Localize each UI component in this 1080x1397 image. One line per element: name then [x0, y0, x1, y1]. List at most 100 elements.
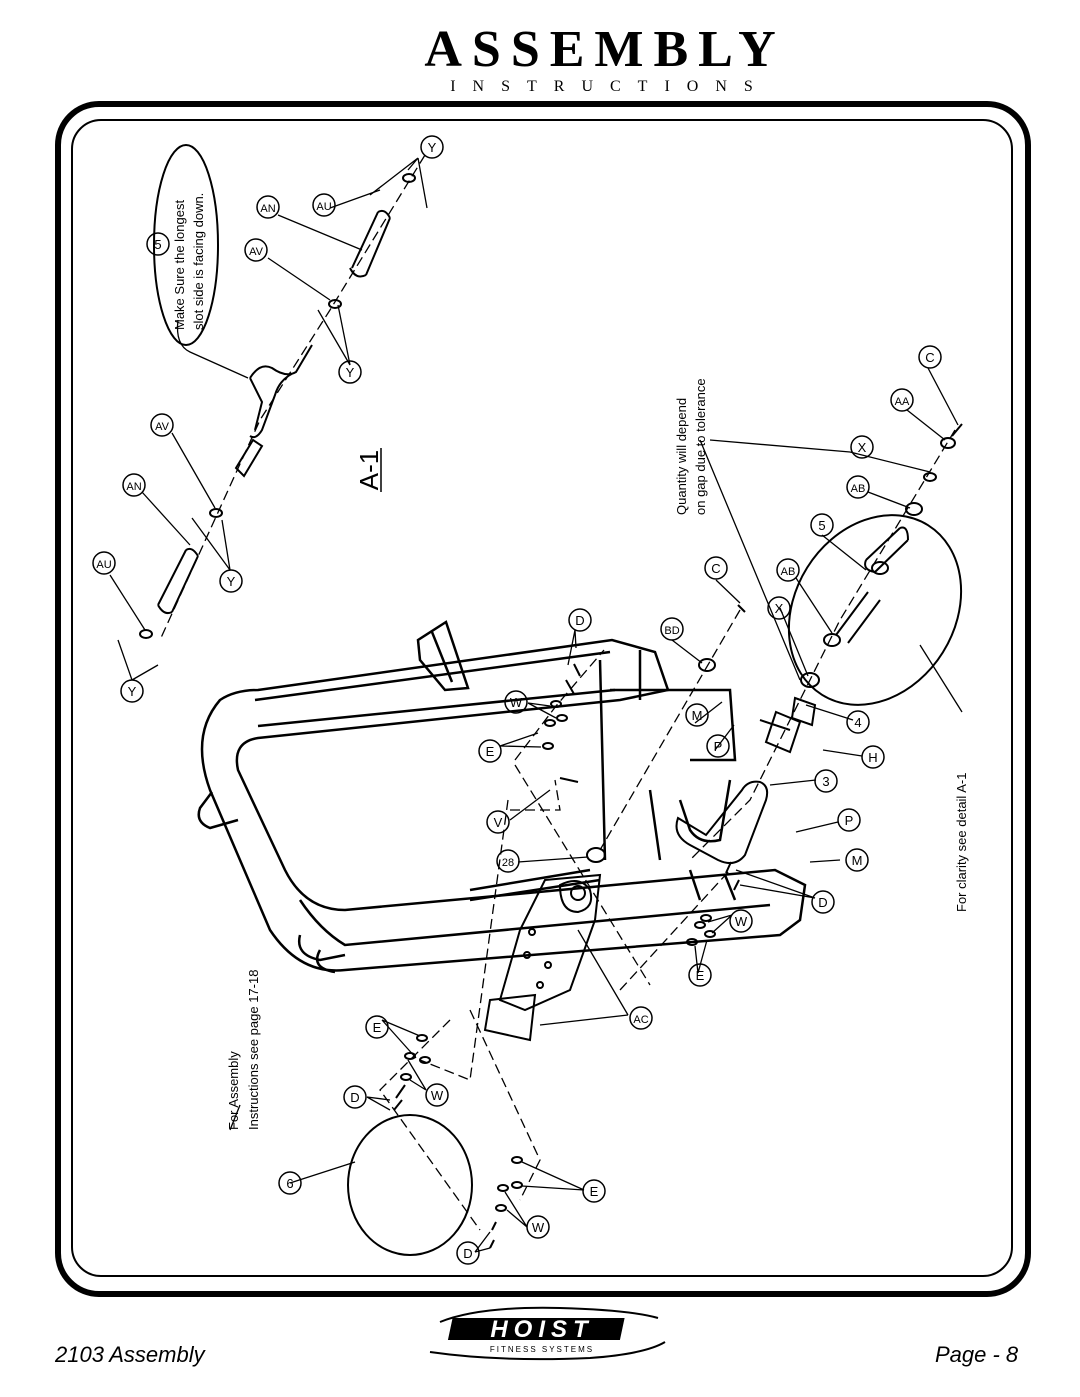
callout-e-right: E	[688, 963, 712, 987]
leader-lines	[109, 157, 963, 1253]
hoist-logo: HOIST FITNESS SYSTEMS	[429, 1306, 666, 1361]
right-detail-parts	[698, 423, 963, 688]
svg-text:5: 5	[154, 237, 161, 252]
svg-text:AA: AA	[895, 396, 910, 408]
diagram-frame-inner	[71, 119, 1013, 1277]
svg-text:V: V	[494, 815, 503, 830]
callout-6: 6	[278, 1171, 302, 1195]
callout-5-right: 5	[810, 513, 834, 537]
callout-w-top: W	[504, 690, 528, 714]
callout-y-mid: Y	[338, 360, 362, 384]
svg-text:P: P	[845, 813, 854, 828]
svg-text:M: M	[852, 853, 863, 868]
svg-text:Y: Y	[346, 365, 355, 380]
svg-text:W: W	[510, 695, 523, 710]
svg-text:Y: Y	[128, 684, 137, 699]
svg-text:AU: AU	[96, 559, 111, 571]
hardware-pieces	[393, 663, 740, 1249]
svg-text:4: 4	[854, 715, 861, 730]
svg-text:E: E	[696, 968, 705, 983]
callout-e-left: E	[365, 1015, 389, 1039]
svg-text:W: W	[431, 1088, 444, 1103]
callout-d-top: D	[568, 608, 592, 632]
footer-page-number: Page - 8	[935, 1342, 1019, 1367]
callout-ac: AC	[629, 1006, 653, 1030]
callout-bd: BD	[660, 617, 684, 641]
callout-m-bot: M	[845, 848, 869, 872]
svg-text:W: W	[532, 1220, 545, 1235]
svg-text:E: E	[373, 1020, 382, 1035]
callout-y-bot: Y	[120, 679, 144, 703]
svg-text:E: E	[590, 1184, 599, 1199]
callout-w-left: W	[425, 1083, 449, 1107]
svg-text:Y: Y	[227, 574, 236, 589]
callout-28: 28	[496, 849, 520, 873]
detail-oval-bottom	[347, 1114, 473, 1256]
callout-e-bot: E	[582, 1179, 606, 1203]
pivot-housing	[483, 873, 602, 1042]
callout-ab-mid: AB	[776, 558, 800, 582]
svg-text:HOIST: HOIST	[490, 1316, 593, 1343]
callout-h: H	[861, 745, 885, 769]
callout-d-left: D	[343, 1085, 367, 1109]
callout-c-mid: C	[704, 556, 728, 580]
svg-text:AV: AV	[155, 421, 170, 433]
svg-text:X: X	[775, 601, 784, 616]
dashed-paths	[159, 154, 956, 1231]
callout-au-mid: AU	[92, 551, 116, 575]
svg-text:Y: Y	[428, 140, 437, 155]
note-longest-slot-1: Make Sure the longest	[172, 200, 187, 330]
diagram-frame-outer	[55, 101, 1031, 1297]
callout-d-right: D	[811, 890, 835, 914]
note-assembly-ref-1: For Assembly	[226, 1051, 241, 1130]
svg-text:6: 6	[286, 1176, 293, 1191]
svg-text:AU: AU	[316, 201, 331, 213]
callout-5-top: 5	[146, 232, 170, 256]
callout-aa: AA	[890, 388, 914, 412]
callout-w-right: W	[729, 909, 753, 933]
callout-au-top: AU	[312, 193, 336, 217]
note-assembly-ref-2: Instructions see page 17-18	[246, 970, 261, 1130]
svg-text:D: D	[818, 895, 827, 910]
svg-text:AV: AV	[249, 246, 264, 258]
svg-text:C: C	[711, 561, 720, 576]
svg-text:3: 3	[822, 774, 829, 789]
svg-text:D: D	[463, 1246, 472, 1261]
callout-x-mid: X	[767, 596, 791, 620]
footer-model: 2103 Assembly	[55, 1342, 205, 1367]
svg-text:BD: BD	[664, 625, 679, 637]
callout-bubbles: Y AU AN AV 5 Y AV AN AU Y Y C AA X AB 5 …	[92, 135, 942, 1265]
svg-text:FITNESS SYSTEMS: FITNESS SYSTEMS	[490, 1345, 594, 1354]
callout-x-top: X	[850, 435, 874, 459]
svg-text:AN: AN	[260, 203, 275, 215]
detail-oval-top	[153, 144, 219, 346]
svg-text:W: W	[735, 914, 748, 929]
document-title: ASSEMBLY	[424, 21, 786, 78]
callout-3: 3	[814, 769, 838, 793]
note-quantity-1: Quantity will depend	[674, 398, 689, 515]
detail-title: A-1	[354, 450, 384, 490]
detail-oval-right	[787, 514, 963, 706]
svg-text:AN: AN	[126, 481, 141, 493]
svg-text:M: M	[692, 708, 703, 723]
callout-an-top: AN	[256, 195, 280, 219]
callout-av-top: AV	[244, 238, 268, 262]
svg-text:C: C	[925, 350, 934, 365]
svg-text:5: 5	[818, 518, 825, 533]
svg-text:D: D	[350, 1090, 359, 1105]
note-clarity: For clarity see detail A-1	[954, 773, 969, 912]
swivel-post	[675, 696, 817, 865]
svg-text:AB: AB	[851, 483, 866, 495]
note-longest-slot-2: slot side is facing down.	[191, 193, 206, 330]
callout-ab-top: AB	[846, 475, 870, 499]
callout-v: V	[486, 810, 510, 834]
document-subtitle: INSTRUCTIONS	[450, 78, 770, 95]
svg-text:H: H	[868, 750, 877, 765]
main-frame	[197, 620, 807, 974]
svg-text:E: E	[486, 744, 495, 759]
diagram-notes: A-1 Make Sure the longest slot side is f…	[172, 193, 969, 1130]
callout-m-top: M	[685, 703, 709, 727]
callout-4: 4	[846, 710, 870, 734]
callout-e-top: E	[478, 739, 502, 763]
